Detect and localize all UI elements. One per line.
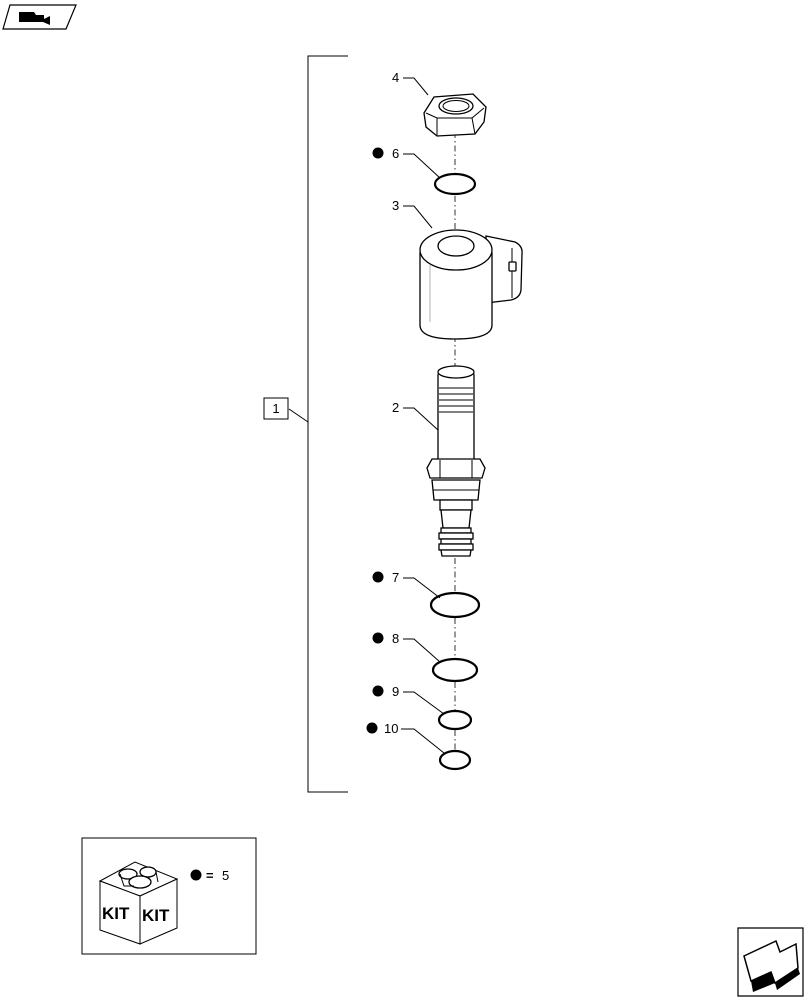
hex-nut[interactable] — [423, 93, 487, 137]
o-ring[interactable] — [433, 172, 477, 196]
callout-part-7[interactable]: 7 — [372, 570, 441, 599]
next-page-arrow-icon[interactable] — [737, 927, 804, 997]
part-number: 2 — [392, 400, 399, 415]
folder-arrow-icon[interactable] — [2, 4, 77, 30]
kit-box-icon — [98, 861, 179, 945]
callout-part-3[interactable]: 3 — [392, 198, 433, 229]
part-number: 6 — [392, 146, 399, 161]
callout-part-10[interactable]: 10 — [366, 721, 445, 754]
part-number: 9 — [392, 684, 399, 699]
kit-dot — [372, 147, 384, 159]
part-number: 7 — [392, 570, 399, 585]
solenoid-coil[interactable] — [419, 229, 523, 340]
kit-dot — [372, 632, 384, 644]
assembly-label: 1 — [272, 401, 279, 416]
kit-dot — [372, 571, 384, 583]
callout-part-9[interactable]: 9 — [372, 684, 445, 715]
kit-label-right: KIT — [142, 906, 170, 925]
callout-part-2[interactable]: 2 — [392, 400, 439, 431]
o-ring[interactable] — [431, 657, 479, 683]
kit-legend[interactable]: KIT KIT = 5 — [81, 837, 257, 955]
kit-equals: = — [206, 868, 214, 883]
part-number: 10 — [384, 721, 398, 736]
part-number: 3 — [392, 198, 399, 213]
kit-number: 5 — [222, 868, 229, 883]
kit-label-left: KIT — [102, 904, 130, 923]
callout-part-8[interactable]: 8 — [372, 631, 441, 663]
kit-dot — [372, 685, 384, 697]
part-number: 8 — [392, 631, 399, 646]
assembly-bracket — [288, 55, 348, 793]
o-ring[interactable] — [437, 709, 473, 731]
valve-cartridge[interactable] — [426, 365, 486, 557]
o-ring[interactable] — [429, 591, 481, 619]
kit-dot — [366, 722, 378, 734]
assembly-label-box[interactable]: 1 — [263, 397, 289, 420]
o-ring[interactable] — [438, 749, 472, 771]
part-number: 4 — [392, 70, 399, 85]
kit-dot — [190, 869, 202, 881]
callout-part-6[interactable]: 6 — [372, 146, 441, 179]
callout-part-4[interactable]: 4 — [392, 70, 429, 96]
